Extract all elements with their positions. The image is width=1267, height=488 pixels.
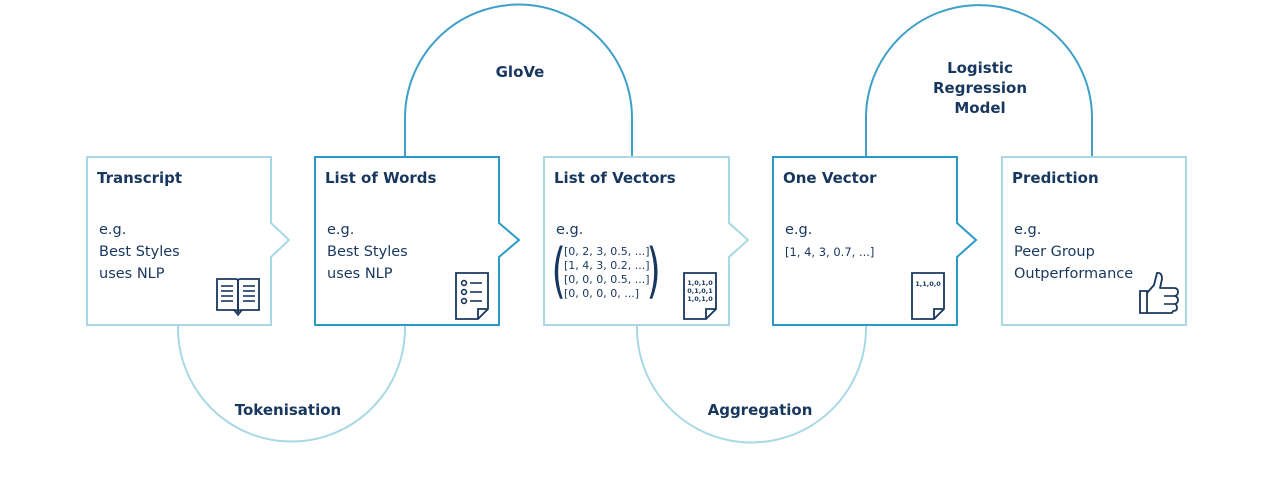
icon-text-line: 1,0,1,0 [687, 279, 713, 287]
model-label-line: Model [954, 99, 1006, 117]
vector-row: [0, 0, 0, 0.5, ...] [564, 273, 650, 286]
model-arc [865, 4, 1093, 157]
vector-document-icon: 1,1,0,0 [911, 272, 945, 320]
matrix-right-paren: ) [646, 236, 661, 306]
glove-label: GloVe [495, 63, 545, 81]
vector-row: [1, 4, 3, 0.2, ...] [564, 259, 650, 272]
binary-document-icon: 1,0,1,0 0,1,0,1 1,0,1,0 [683, 272, 717, 320]
example-line: e.g. [556, 222, 584, 238]
example-line: Best Styles [99, 244, 180, 260]
prediction-box-frame [1001, 156, 1187, 326]
tokenisation-arc [177, 325, 406, 443]
aggregation-label: Aggregation [707, 401, 813, 419]
box-title: Prediction [1012, 169, 1099, 187]
example-line: Peer Group [1014, 244, 1095, 260]
aggregation-arc [636, 325, 867, 444]
box-example: e.g. [785, 219, 812, 241]
open-book-icon [216, 278, 260, 317]
list-of-vectors-box: List of Vectors e.g. ( [0, 2, 3, 0.5, ..… [544, 157, 728, 325]
prediction-box: Prediction e.g. Peer Group Outperformanc… [1002, 157, 1186, 325]
one-vector-box: One Vector e.g. [1, 4, 3, 0.7, ...] 1,1,… [773, 157, 957, 325]
box-title: List of Vectors [554, 169, 676, 187]
single-vector: [1, 4, 3, 0.7, ...] [785, 245, 875, 259]
example-line: Best Styles [327, 244, 408, 260]
box-example: e.g. Best Styles uses NLP [99, 219, 180, 285]
model-label: Logistic Regression Model [920, 58, 1040, 118]
box-title: One Vector [783, 169, 877, 187]
box-title: List of Words [325, 169, 437, 187]
thumbs-up-icon [1139, 271, 1179, 314]
vector-row: [0, 2, 3, 0.5, ...] [564, 245, 650, 258]
example-line: uses NLP [327, 266, 393, 282]
matrix-left-paren: ( [551, 236, 566, 306]
example-line: Outperformance [1014, 266, 1134, 282]
box-title: Transcript [97, 169, 183, 187]
list-of-vectors-box-frame [543, 156, 750, 326]
example-line: e.g. [327, 222, 355, 238]
checklist-document-icon [455, 272, 489, 320]
icon-text-line: 1,0,1,0 [687, 295, 713, 303]
model-label-line: Regression [932, 79, 1027, 97]
box-example: e.g. Peer Group Outperformance [1014, 219, 1133, 285]
box-example: e.g. Best Styles uses NLP [327, 219, 408, 285]
one-vector-box-frame [772, 156, 978, 326]
glove-arc [404, 3, 633, 157]
list-of-words-box: List of Words e.g. Best Styles uses NLP [315, 157, 499, 325]
transcript-box: Transcript e.g. Best Styles uses NLP [87, 157, 271, 325]
tokenisation-label: Tokenisation [234, 401, 342, 419]
example-line: e.g. [1014, 222, 1042, 238]
list-of-words-box-frame [314, 156, 521, 326]
example-line: e.g. [99, 222, 127, 238]
icon-text-line: 0,1,0,1 [687, 287, 713, 295]
box-example: e.g. [556, 219, 583, 241]
vector-row: [0, 0, 0, 0, ...] [564, 287, 640, 300]
model-label-line: Logistic [947, 59, 1013, 77]
example-line: e.g. [785, 222, 813, 238]
example-line: uses NLP [99, 266, 165, 282]
vector-list: [0, 2, 3, 0.5, ...] [1, 4, 3, 0.2, ...] … [564, 245, 650, 301]
icon-text-line: 1,1,0,0 [915, 280, 941, 288]
